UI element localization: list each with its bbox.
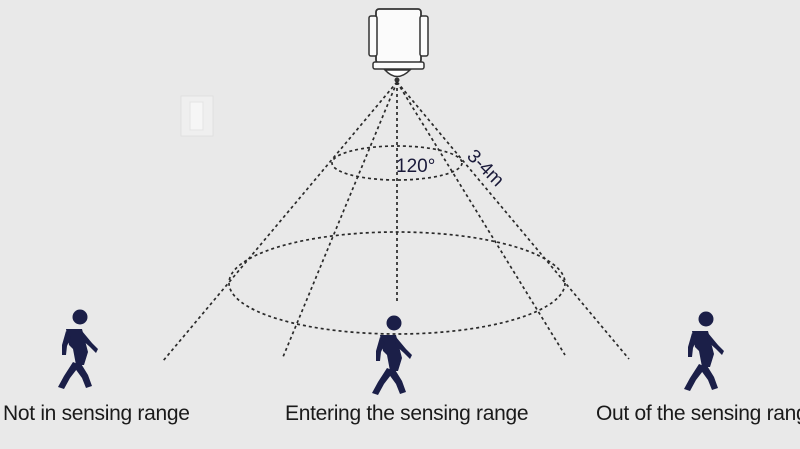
caption-not-in-range: Not in sensing range [3,402,190,425]
wall-switch-icon [180,95,214,137]
angle-label: 120° [396,156,435,177]
motion-sensor-icon [368,8,429,83]
range-ellipse-large [228,231,566,335]
caption-entering-range: Entering the sensing range [285,402,529,425]
range-ellipse-small [331,145,463,181]
cone-line-inner-left [282,81,398,358]
cone-line-outer-left [162,81,398,362]
distance-label: 3-4m [462,146,507,191]
walking-person-icon [58,309,98,389]
caption-out-of-range: Out of the sensing range [596,402,800,425]
walking-person-icon [372,315,412,395]
sensing-cone-lines [162,81,630,362]
cone-line-inner-right [396,81,566,356]
cone-line-outer-right [396,81,630,360]
walking-person-icon [684,311,724,391]
